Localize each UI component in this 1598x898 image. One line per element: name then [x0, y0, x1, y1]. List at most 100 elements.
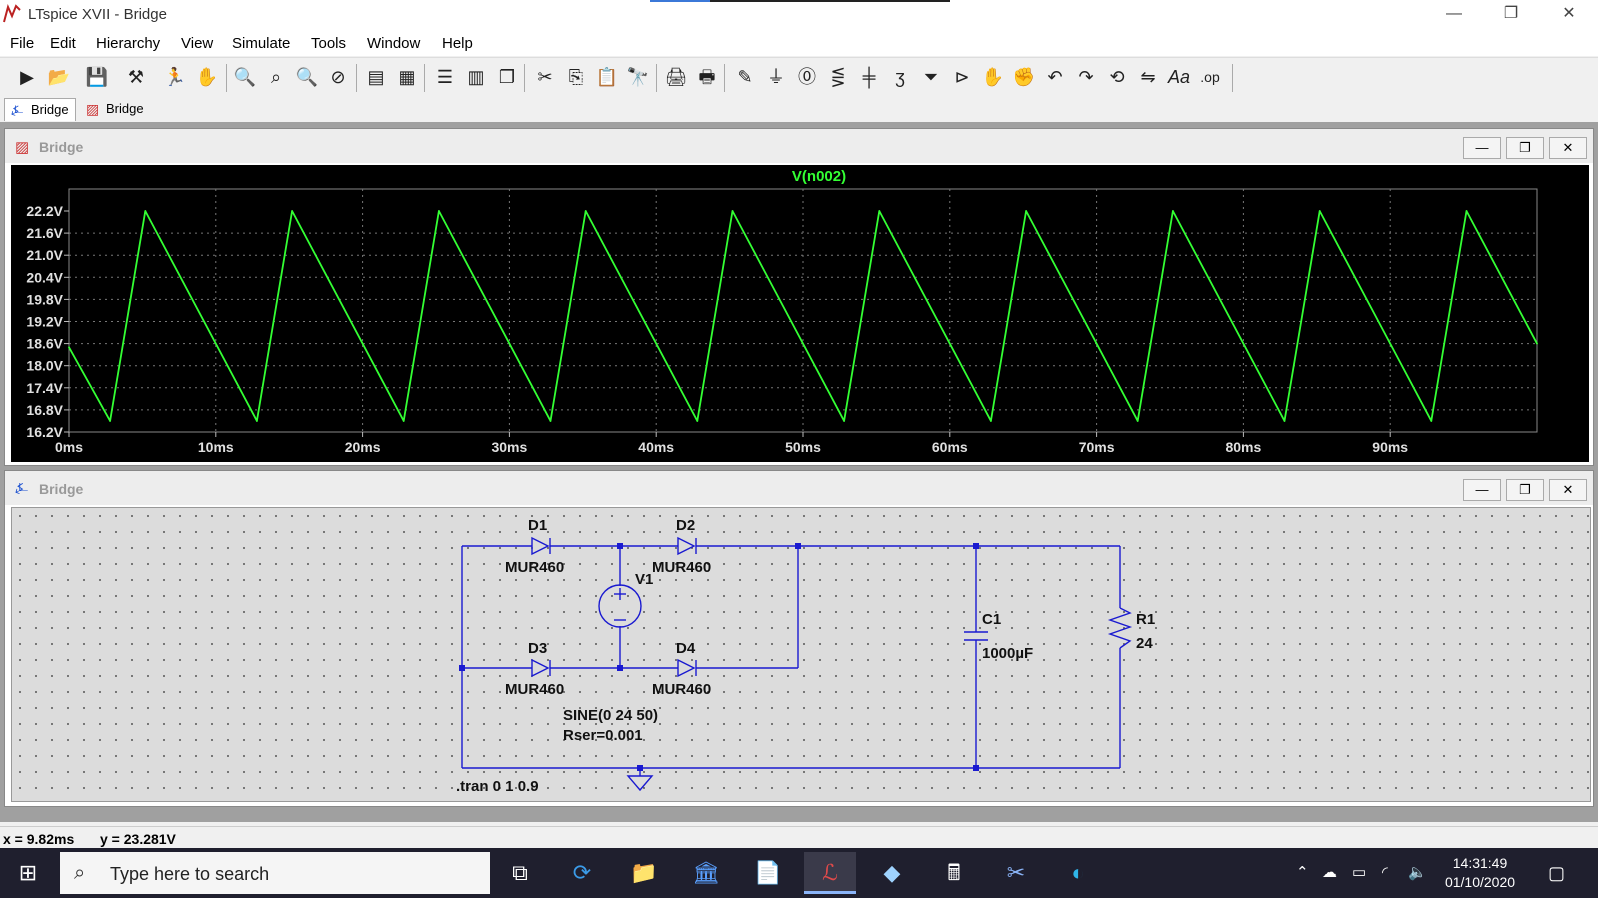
tile-horizontal-icon[interactable]: ☰ [436, 67, 454, 87]
capacitor-c1[interactable] [964, 631, 988, 641]
fit-icon[interactable]: ▦ [398, 67, 416, 87]
volume-icon[interactable]: 🔈 [1408, 864, 1427, 881]
child-close-button[interactable]: ✕ [1549, 479, 1587, 501]
child-maximize-button[interactable]: ❐ [1506, 479, 1544, 501]
c1-value: 1000µF [982, 645, 1033, 662]
trace-point [1536, 342, 1538, 345]
diode-d2[interactable] [677, 536, 697, 556]
x-tick-label: 10ms [198, 439, 234, 455]
tray-chevron-icon[interactable]: ⌃ [1296, 864, 1309, 881]
paste-icon[interactable]: 📋 [595, 67, 619, 87]
edge-browser-icon[interactable]: ◐ [1071, 860, 1085, 885]
inductor-icon[interactable]: ʒ [895, 67, 905, 87]
control-panel-icon[interactable]: ⚒ [127, 67, 145, 87]
ground-icon[interactable]: ⏚ [767, 67, 785, 87]
redo-icon[interactable]: ↷ [1078, 67, 1094, 87]
schematic-icon: ⍼ [11, 102, 24, 118]
calculator-icon[interactable]: 🖩 [947, 860, 961, 885]
start-button[interactable]: ⊞ [18, 860, 38, 885]
diode-d1[interactable] [531, 536, 551, 556]
print-icon[interactable]: 🖨 [664, 67, 688, 87]
menu-help[interactable]: Help [442, 35, 473, 52]
diode-d4[interactable] [677, 658, 697, 678]
tab-waveform[interactable]: ▨ Bridge [80, 98, 150, 120]
child-minimize-button[interactable]: — [1463, 137, 1501, 159]
waveform-chart[interactable]: V(n002) 22.2V21.6V21.0V20.4V19.8V19.2V18… [11, 165, 1589, 462]
copy-icon[interactable]: ⎘ [568, 67, 584, 87]
drag-icon[interactable]: ✊ [1012, 67, 1036, 87]
child-close-button[interactable]: ✕ [1549, 137, 1587, 159]
rotate-icon[interactable]: ⟲ [1109, 67, 1125, 87]
zoom-area-icon[interactable]: ⌕ [270, 67, 282, 87]
save-icon[interactable]: 💾 [85, 67, 109, 87]
diode-icon[interactable]: ⏷ [923, 67, 939, 87]
v-n002-trace[interactable] [68, 210, 1538, 422]
menu-edit[interactable]: Edit [50, 35, 76, 52]
undo-icon[interactable]: ↶ [1047, 67, 1063, 87]
menu-view[interactable]: View [181, 35, 214, 52]
cascade-icon[interactable]: ❐ [498, 67, 516, 87]
file-explorer-icon[interactable]: 📁 [630, 860, 658, 885]
app-sync-icon[interactable]: ⟳ [572, 860, 592, 885]
diode-d3[interactable] [531, 658, 551, 678]
mirror-icon[interactable]: ⇋ [1140, 67, 1156, 87]
move-icon[interactable]: ✋ [981, 67, 1005, 87]
zoom-in-icon[interactable]: 🔍 [233, 67, 257, 87]
restore-button[interactable]: ❐ [1503, 5, 1519, 22]
component-icon[interactable]: ⊳ [954, 67, 970, 87]
spice-directive-icon[interactable]: .op [1200, 69, 1220, 85]
print-preview-icon[interactable]: 🖶 [698, 67, 716, 87]
menu-window[interactable]: Window [367, 35, 421, 52]
close-button[interactable]: ✕ [1562, 5, 1576, 22]
wire-icon[interactable]: ✎ [737, 67, 753, 87]
schematic-canvas[interactable]: D1 MUR460 D2 MUR460 D3 MUR460 D4 MUR460 … [11, 507, 1591, 802]
taskbar-clock[interactable]: 14:31:49 01/10/2020 [1430, 854, 1530, 892]
x-tick-label: 90ms [1372, 439, 1408, 455]
spice-directive[interactable]: .tran 0 1 0.9 [456, 778, 539, 795]
trace-point [109, 420, 112, 422]
minimize-button[interactable]: — [1446, 5, 1462, 22]
task-view-icon[interactable]: ⧉ [512, 860, 528, 885]
menu-simulate[interactable]: Simulate [232, 35, 291, 52]
halt-icon[interactable]: ✋ [195, 67, 219, 87]
run-icon[interactable]: 🏃 [163, 67, 187, 87]
menu-tools[interactable]: Tools [311, 35, 347, 52]
ground-symbol[interactable] [626, 768, 654, 792]
new-schematic-icon[interactable]: ▶ [20, 67, 34, 87]
cut-icon[interactable]: ✂ [537, 67, 553, 87]
ltspice-taskbar-icon[interactable]: ℒ [804, 852, 856, 894]
menu-file[interactable]: File [10, 35, 35, 52]
onedrive-icon[interactable]: ☁ [1322, 864, 1337, 881]
tile-vertical-icon[interactable]: ▥ [467, 67, 485, 87]
notifications-icon[interactable]: ▢ [1548, 863, 1566, 883]
find-icon[interactable]: 🔭 [626, 67, 650, 87]
zoom-cancel-icon[interactable]: ⊘ [330, 67, 346, 87]
child-maximize-button[interactable]: ❐ [1506, 137, 1544, 159]
schematic-drawing[interactable]: D1 MUR460 D2 MUR460 D3 MUR460 D4 MUR460 … [12, 508, 1590, 801]
zoom-out-icon[interactable]: 🔍 [295, 67, 319, 87]
child-minimize-button[interactable]: — [1463, 479, 1501, 501]
battery-icon[interactable]: ▭ [1352, 864, 1367, 881]
resistor-icon[interactable]: ⋚ [830, 67, 846, 87]
snipping-tool-icon[interactable]: ✂ [1006, 860, 1026, 885]
schematic-icon: ⍼ [15, 480, 29, 497]
trace-label[interactable]: V(n002) [792, 168, 846, 185]
bank-app-icon[interactable]: 🏛 [692, 860, 720, 885]
title-accent [650, 0, 950, 2]
capacitor-icon[interactable]: ╪ [862, 67, 876, 87]
wifi-icon[interactable]: ◜ [1382, 864, 1388, 881]
resistor-r1[interactable] [1107, 607, 1133, 649]
menu-hierarchy[interactable]: Hierarchy [96, 35, 161, 52]
taskbar-search[interactable]: ⌕ Type here to search [60, 852, 490, 894]
text-icon[interactable]: Aa [1167, 67, 1191, 87]
autorange-icon[interactable]: ▤ [367, 67, 385, 87]
notes-app-icon[interactable]: ◆ [883, 860, 901, 885]
open-icon[interactable]: 📂 [47, 67, 71, 87]
tab-schematic[interactable]: ⍼ Bridge [4, 98, 76, 121]
x-tick-label: 80ms [1225, 439, 1261, 455]
document-app-icon[interactable]: 📄 [754, 860, 782, 885]
voltage-source-v1[interactable] [598, 584, 642, 628]
waveform-window-titlebar: ▨ Bridge — ❐ ✕ [5, 129, 1593, 163]
label-icon[interactable]: ⓪ [798, 67, 816, 87]
